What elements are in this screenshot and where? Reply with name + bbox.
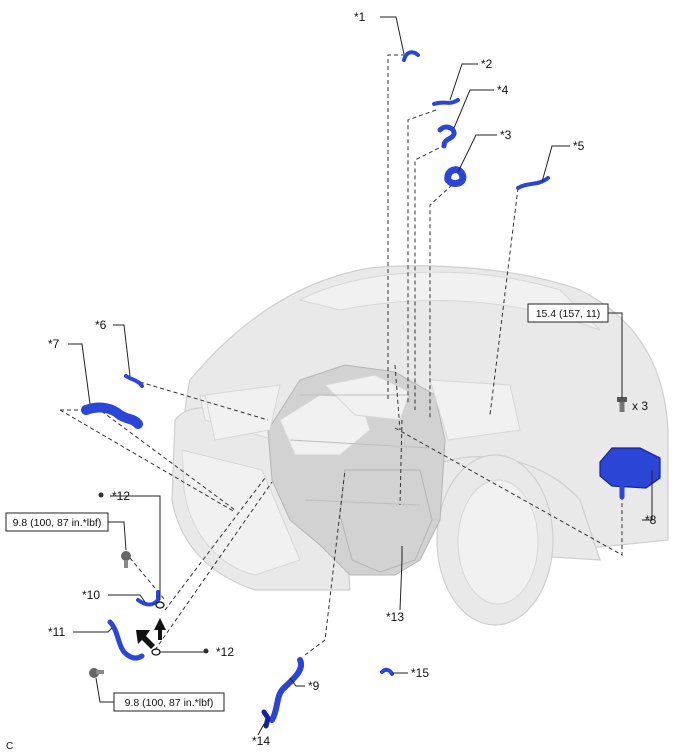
part-hose-1 xyxy=(402,50,420,62)
corner-mark: C xyxy=(6,741,13,752)
part-hose-5 xyxy=(516,176,550,190)
callout-11: *11 xyxy=(48,625,65,639)
callout-2: *2 xyxy=(481,57,493,71)
arrow-up-icon xyxy=(154,618,166,640)
callout-8: *8 xyxy=(645,513,657,527)
leader-9 xyxy=(289,677,305,687)
callout-leaders xyxy=(68,16,653,736)
assembly-line-1 xyxy=(387,54,405,400)
callout-14: *14 xyxy=(252,734,270,748)
callout-6: *6 xyxy=(95,318,107,332)
leader-5 xyxy=(541,145,570,183)
o-ring-icon xyxy=(155,601,165,609)
assembly-line-3 xyxy=(429,184,453,418)
leader-7 xyxy=(68,343,91,405)
assembly-line-8 xyxy=(394,427,623,556)
torque-spec-1: 15.4 (157, 11) xyxy=(527,303,609,323)
part-fitting-14 xyxy=(261,709,271,729)
torque-spec-1-text: 15.4 (157, 11) xyxy=(536,308,601,320)
leader-6 xyxy=(113,324,131,377)
part-hose-3 xyxy=(444,166,467,188)
engine-assembly xyxy=(204,364,521,576)
callout-5: *5 xyxy=(573,139,585,153)
callout-4: *4 xyxy=(497,83,509,97)
part-hose-9 xyxy=(269,657,305,723)
leader-torque-3 xyxy=(95,677,114,703)
engine-bay-right xyxy=(429,379,521,441)
torque-spec-3: 9.8 (100, 87 in.*lbf) xyxy=(113,692,225,712)
part-hose-2 xyxy=(432,98,460,106)
torque-spec-2: 9.8 (100, 87 in.*lbf) xyxy=(5,512,109,532)
callout-labels: *1 *2 *4 *3 *5 *6 *7 *8 *9 *10 *11 *12 *… xyxy=(6,10,657,752)
vehicle-wheel xyxy=(457,479,539,605)
callout-10: *10 xyxy=(82,588,100,602)
callout-12-lower: *12 xyxy=(216,645,234,659)
leader-torque-1 xyxy=(608,312,623,398)
leader-4 xyxy=(453,89,494,129)
o-ring-dot-icon xyxy=(98,492,104,498)
leader-14 xyxy=(257,723,265,736)
callout-3: *3 xyxy=(500,128,512,142)
leader-torque-2 xyxy=(108,521,127,551)
vehicle-grille xyxy=(181,449,301,576)
assembly-line-9 xyxy=(304,469,346,656)
part-hose-11 xyxy=(107,619,145,661)
callout-12-upper: *12 xyxy=(112,489,130,503)
bolt-icon xyxy=(121,551,131,568)
callout-15: *15 xyxy=(411,666,429,680)
o-ring-dot-icon xyxy=(203,648,209,654)
torque-spec-3-text: 9.8 (100, 87 in.*lbf) xyxy=(125,697,214,709)
arrow-down-right-icon xyxy=(136,630,155,649)
leader-13 xyxy=(399,546,403,611)
part-hose-10 xyxy=(136,590,160,607)
assembly-line-center xyxy=(394,364,401,431)
assembly-line-7b xyxy=(59,409,236,513)
assembly-line-11 xyxy=(154,481,273,651)
part-reservoir-8 xyxy=(599,447,661,489)
part-hose-4 xyxy=(437,124,457,149)
leader-11 xyxy=(73,627,113,633)
assembly-line-13 xyxy=(399,419,403,506)
callout-1: *1 xyxy=(354,10,366,24)
leader-10 xyxy=(108,594,146,603)
assembly-line-2 xyxy=(407,109,437,405)
callout-13: *13 xyxy=(386,610,404,624)
part-hose-6 xyxy=(124,374,144,388)
transaxle xyxy=(339,469,433,573)
vehicle-windshield xyxy=(298,271,601,331)
callout-9: *9 xyxy=(308,679,320,693)
leader-1 xyxy=(380,16,405,55)
leader-3 xyxy=(457,134,497,173)
part-hose-7 xyxy=(81,402,143,429)
bolt-quantity: x 3 xyxy=(632,399,648,413)
torque-spec-2-text: 9.8 (100, 87 in.*lbf) xyxy=(13,517,102,529)
engine-detail-line xyxy=(289,439,431,449)
o-ring-icon xyxy=(151,648,161,656)
bolt-icon xyxy=(89,668,104,678)
part-clip-15 xyxy=(380,667,394,676)
leader-12a xyxy=(110,495,161,600)
engine-detail-line xyxy=(304,499,421,506)
engine-cover xyxy=(323,374,411,421)
assembly-line-6 xyxy=(139,381,269,421)
assembly-line-5 xyxy=(489,187,519,416)
leader-2 xyxy=(449,63,478,101)
leader-8 xyxy=(642,470,653,521)
callout-7: *7 xyxy=(48,337,60,351)
bolt-icon xyxy=(617,397,627,412)
assembly-lines xyxy=(59,54,623,656)
